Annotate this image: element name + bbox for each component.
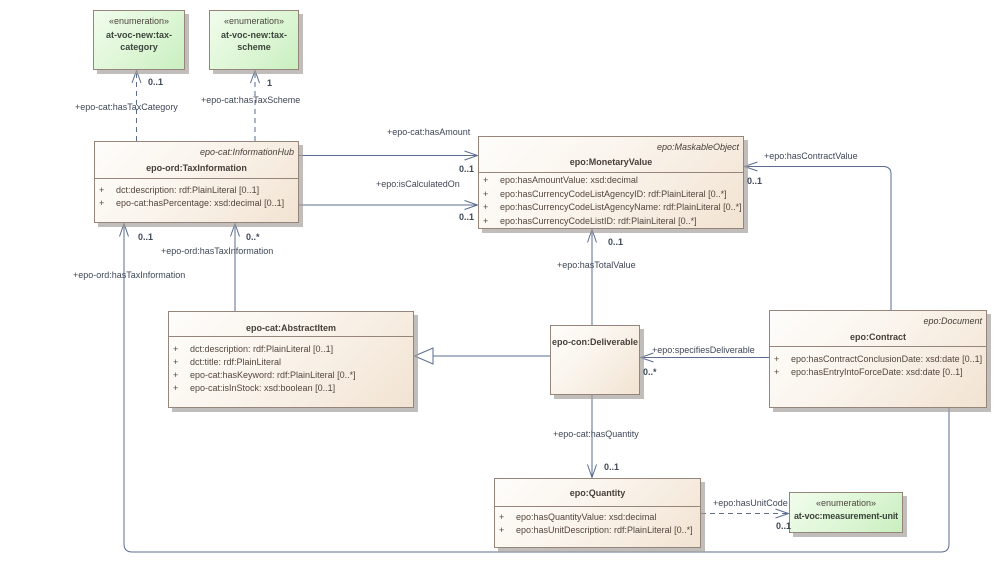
- multiplicity-has-tax-information-item: 0..*: [246, 232, 260, 242]
- connector-has-tax-information-contract: [123, 224, 950, 553]
- attribute-row: +epo:hasCurrencyCodeListAgencyID: rdf:Pl…: [483, 188, 727, 199]
- attribute-row: +epo:hasEntryIntoForceDate: xsd:date [0.…: [774, 366, 963, 377]
- class-contract-name: epo:Contract: [850, 332, 906, 342]
- label-has-tax-information-item: +epo-ord:hasTaxInformation: [161, 246, 274, 256]
- class-monetary-value-stereotype: epo:MaskableObject: [656, 142, 739, 152]
- label-is-calculated-on: +epo:isCalculatedOn: [376, 179, 460, 189]
- attribute-row: +epo:hasAmountValue: xsd:decimal: [483, 175, 638, 185]
- enum-measurement-unit[interactable]: «enumeration» at-voc:measurement-unit: [789, 492, 903, 533]
- multiplicity-has-amount: 0..1: [459, 164, 475, 174]
- attribute-row: +epo:hasContractConclusionDate: xsd:date…: [774, 354, 983, 364]
- label-specifies-deliverable: +epo:specifiesDeliverable: [652, 345, 755, 355]
- multiplicity-has-total-value: 0..1: [608, 237, 624, 247]
- attribute-row: +epo:hasCurrencyCodeListID: rdf:PlainLit…: [483, 215, 697, 226]
- class-deliverable-name: epo-con:Deliverable: [551, 337, 639, 347]
- multiplicity-has-quantity: 0..1: [604, 462, 620, 472]
- class-deliverable[interactable]: epo-con:Deliverable: [550, 325, 640, 395]
- multiplicity-has-contract-value: 0..1: [747, 176, 763, 186]
- label-has-unit-code: +epo:hasUnitCode: [713, 498, 788, 508]
- enum-tax-category[interactable]: «enumeration» at-voc-new:tax-category: [93, 10, 185, 70]
- attribute-row: +epo:hasQuantityValue: xsd:decimal: [499, 512, 657, 522]
- attribute-row: +epo:hasUnitDescription: rdf:PlainLitera…: [499, 525, 693, 535]
- multiplicity-has-tax-scheme: 1: [267, 78, 273, 88]
- enum-measurement-unit-stereotype: «enumeration»: [815, 498, 877, 508]
- multiplicity-has-tax-information-contract: 0..1: [138, 232, 154, 242]
- label-has-contract-value: +epo:hasContractValue: [764, 151, 858, 161]
- class-abstract-item[interactable]: epo-cat:AbstractItem +dct:description: r…: [168, 311, 414, 408]
- class-quantity[interactable]: epo:Quantity +epo:hasQuantityValue: xsd:…: [494, 478, 701, 548]
- attribute-row: +epo-cat:hasKeyword: rdf:PlainLiteral [0…: [173, 370, 356, 380]
- class-tax-information[interactable]: epo-cat:InformationHub epo-ord:TaxInform…: [94, 141, 299, 223]
- label-has-tax-category: +epo-cat:hasTaxCategory: [75, 102, 178, 112]
- label-has-tax-information-contract: +epo-ord:hasTaxInformation: [73, 270, 186, 280]
- enum-tax-category-name: at-voc-new:tax-category: [105, 30, 172, 52]
- generalization-arrow: [413, 347, 434, 365]
- class-monetary-value-name: epo:MonetaryValue: [569, 157, 653, 167]
- attribute-row: +epo-cat:hasPercentage: xsd:decimal [0..…: [99, 198, 285, 208]
- class-quantity-name: epo:Quantity: [569, 488, 626, 498]
- multiplicity-is-calculated-on: 0..1: [459, 212, 475, 222]
- label-has-tax-scheme: +epo-cat:hasTaxScheme: [201, 95, 301, 105]
- connector-has-contract-value: [745, 166, 892, 310]
- enum-tax-scheme-name: at-voc-new:tax-scheme: [220, 30, 287, 52]
- class-monetary-value[interactable]: epo:MaskableObject epo:MonetaryValue +ep…: [478, 136, 744, 229]
- multiplicity-has-tax-category: 0..1: [148, 77, 164, 87]
- class-tax-information-name: epo-ord:TaxInformation: [146, 163, 247, 173]
- enum-tax-scheme[interactable]: «enumeration» at-voc-new:tax-scheme: [209, 10, 299, 70]
- label-has-amount: +epo-cat:hasAmount: [387, 127, 471, 137]
- enum-tax-scheme-stereotype: «enumeration»: [223, 16, 285, 26]
- label-has-total-value: +epo:hasTotalValue: [557, 260, 636, 270]
- multiplicity-has-unit-code: 0..1: [776, 521, 792, 531]
- label-has-quantity: +epo-cat:hasQuantity: [553, 429, 639, 439]
- class-abstract-item-name: epo-cat:AbstractItem: [245, 323, 337, 333]
- multiplicity-specifies-deliverable: 0..*: [643, 367, 657, 377]
- attribute-row: +dct:description: rdf:PlainLiteral [0..1…: [173, 344, 334, 354]
- attribute-row: +dct:description: rdf:PlainLiteral [0..1…: [99, 185, 260, 195]
- attribute-row: +epo-cat:isInStock: xsd:boolean [0..1]: [173, 383, 336, 393]
- attribute-row: +epo:hasCurrencyCodeListAgencyName: rdf:…: [483, 202, 742, 212]
- enum-tax-category-stereotype: «enumeration»: [108, 16, 170, 26]
- class-tax-information-stereotype: epo-cat:InformationHub: [199, 147, 294, 157]
- class-contract[interactable]: epo:Document epo:Contract +epo:hasContra…: [769, 310, 987, 408]
- attribute-row: +dct:title: rdf:PlainLiteral: [173, 357, 282, 367]
- class-contract-stereotype: epo:Document: [923, 316, 982, 326]
- enum-measurement-unit-name: at-voc:measurement-unit: [793, 511, 899, 521]
